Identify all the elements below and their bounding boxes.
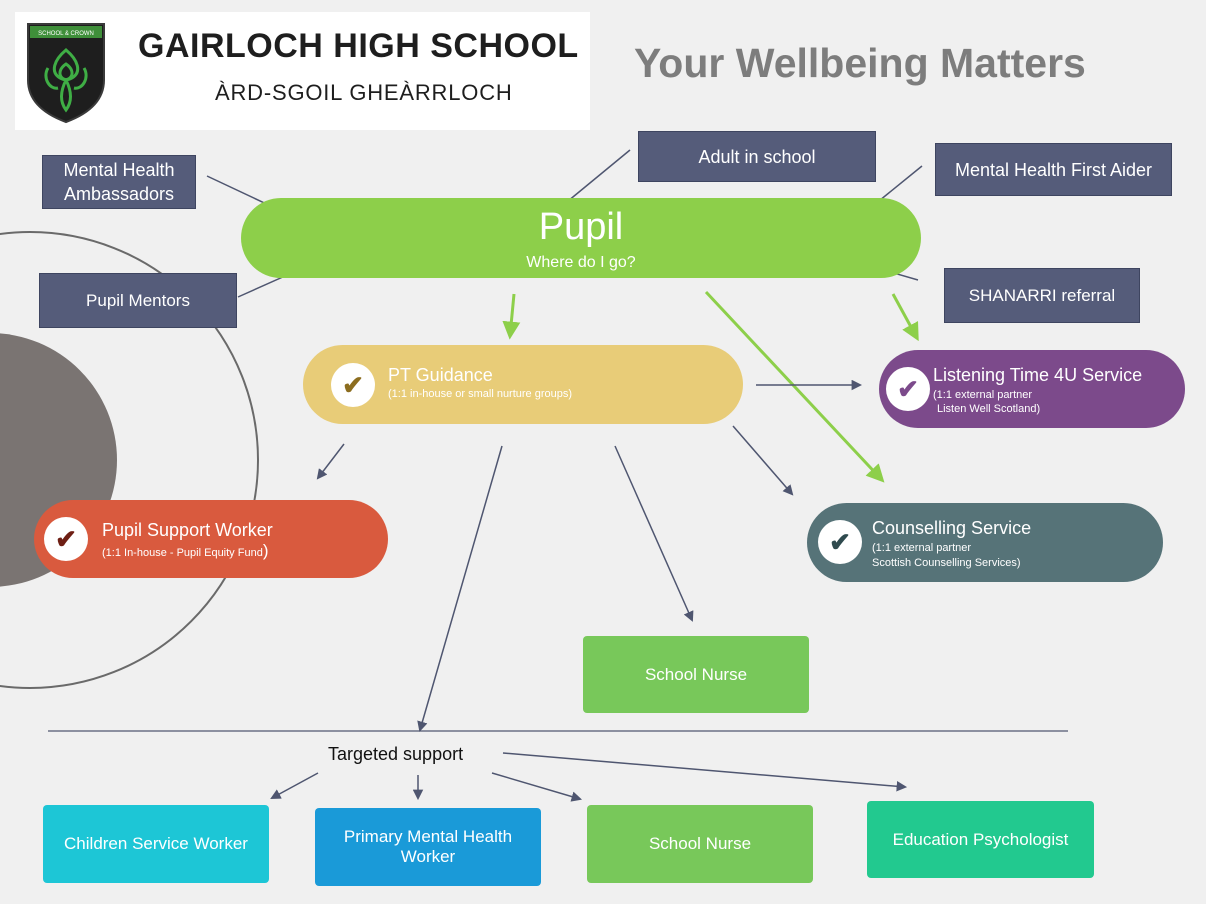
targeted-support-label: Targeted support [328,744,464,764]
pt-guidance-subtitle: (1:1 in-house or small nurture groups) [388,388,573,400]
arrow-to-listening [891,293,919,342]
school-name: GAIRLOCH HIGH SCHOOL [138,27,579,65]
arrow-to-children-service [270,772,319,800]
listening-time-subtitle-2: Listen Well Scotland) [937,403,1041,415]
arrow-guidance-to-targeted [417,445,503,733]
school-crest-logo: SCHOOL & CROWN [27,23,105,124]
line-adult [561,149,631,207]
svg-text:SCHOOL & CROWN: SCHOOL & CROWN [38,31,94,37]
education-psychologist-box: Education Psychologist [867,801,1094,878]
school-nurse-box: School Nurse [583,636,809,713]
pupil-node: Pupil Where do I go? [241,198,921,278]
pupil-subtitle: Where do I go? [526,254,636,271]
arrow-guidance-to-nurse [614,445,694,622]
pupil-support-worker-node: ✔ Pupil Support Worker (1:1 In-house - P… [34,500,388,578]
listening-time-node: ✔ Listening Time 4U Service (1:1 externa… [879,350,1185,428]
checkmark-icon: ✔ [331,363,375,407]
arrow-to-pt-guidance [502,293,521,340]
mental-health-first-aider-box: Mental Health First Aider [935,143,1172,196]
checkmark-icon: ✔ [886,367,930,411]
listening-time-title: Listening Time 4U Service [933,365,1143,385]
checkmark-icon: ✔ [44,517,88,561]
arrow-to-ed-psych [502,752,908,792]
school-gaelic-name: ÀRD-SGOIL GHEÀRRLOCH [215,80,513,105]
mental-health-ambassadors-box: Mental Health Ambassadors [42,155,196,209]
targeted-school-nurse-box: School Nurse [587,805,813,883]
psw-title: Pupil Support Worker [102,520,273,540]
arrow-guidance-to-counselling [732,425,794,496]
pupil-title: Pupil [538,206,624,248]
counselling-title: Counselling Service [872,518,1032,538]
listening-time-subtitle-1: (1:1 external partner [933,389,1033,401]
primary-mental-health-worker-box: Primary Mental Health Worker [315,808,541,886]
psw-subtitle: (1:1 In-house - Pupil Equity Fund) [102,541,269,560]
adult-in-school-box: Adult in school [638,131,876,182]
pt-guidance-node: ✔ PT Guidance (1:1 in-house or small nur… [303,345,743,424]
pupil-mentors-box: Pupil Mentors [39,273,237,328]
arrow-to-counselling [704,290,885,483]
header-band [15,12,590,130]
checkmark-icon: ✔ [818,520,862,564]
counselling-service-node: ✔ Counselling Service (1:1 external part… [807,503,1163,582]
page-title: Your Wellbeing Matters [634,40,1086,86]
arrow-guidance-to-psw [316,443,345,480]
counselling-subtitle-1: (1:1 external partner [872,542,972,554]
children-service-worker-box: Children Service Worker [43,805,269,883]
arrow-to-targeted-nurse [491,772,583,802]
pt-guidance-title: PT Guidance [388,365,493,385]
background-ring [0,231,259,689]
shanarri-referral-box: SHANARRI referral [944,268,1140,323]
counselling-subtitle-2: Scottish Counselling Services) [872,557,1021,569]
